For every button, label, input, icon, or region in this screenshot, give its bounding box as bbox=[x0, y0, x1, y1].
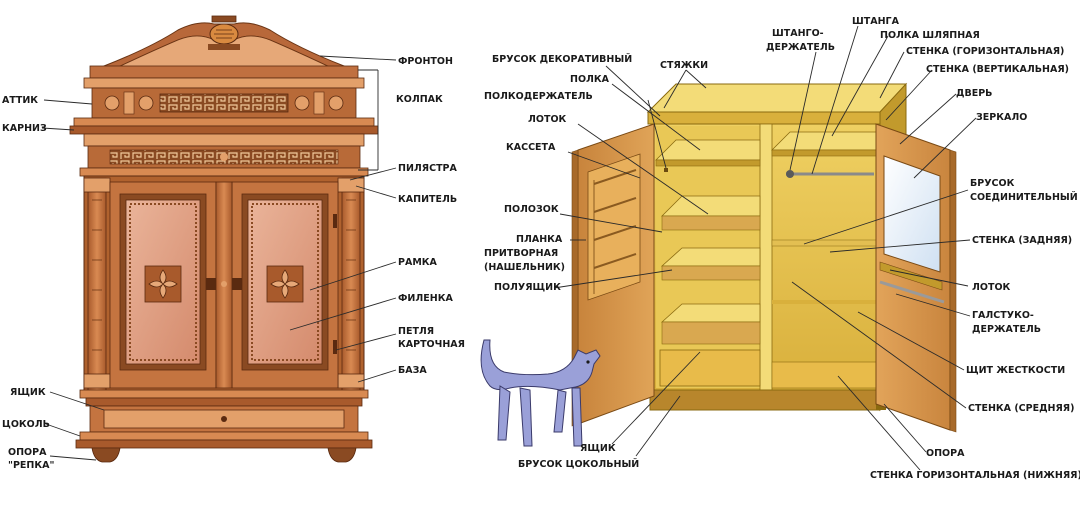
label-kapitel: КАПИТЕЛЬ bbox=[398, 194, 457, 205]
label-stenka-nizhnyaya: СТЕНКА ГОРИЗОНТАЛЬНАЯ (НИЖНЯЯ) bbox=[870, 470, 1080, 481]
label-brusok-soed-line2: СОЕДИНИТЕЛЬНЫЙ bbox=[970, 191, 1078, 203]
label-styazhki: СТЯЖКИ bbox=[660, 60, 708, 71]
open-cabinet-illustration bbox=[480, 82, 957, 447]
label-galstuk-line2: ДЕРЖАТЕЛЬ bbox=[972, 324, 1041, 335]
label-pilyastra: ПИЛЯСТРА bbox=[398, 163, 458, 174]
left-leader-lines bbox=[41, 55, 397, 461]
label-galstuk-line1: ГАЛСТУКО- bbox=[972, 310, 1034, 321]
label-polkoderzhatel: ПОЛКОДЕРЖАТЕЛЬ bbox=[484, 91, 593, 102]
label-brusok-soed-line1: БРУСОК bbox=[970, 178, 1015, 189]
label-shtango-line2: ДЕРЖАТЕЛЬ bbox=[766, 42, 835, 53]
label-attik: АТТИК bbox=[2, 95, 38, 106]
label-shtango-line1: ШТАНГО- bbox=[772, 28, 824, 39]
label-fronton: ФРОНТОН bbox=[398, 56, 453, 67]
label-lotok-left: ЛОТОК bbox=[528, 114, 567, 125]
right-labels: БРУСОК ДЕКОРАТИВНЫЙ СТЯЖКИ ПОЛКА ПОЛКОДЕ… bbox=[484, 16, 1080, 481]
mirror bbox=[883, 155, 941, 273]
antique-wardrobe-illustration bbox=[69, 15, 379, 463]
label-lotok-right: ЛОТОК bbox=[972, 282, 1011, 293]
label-karniz: КАРНИЗ bbox=[2, 123, 47, 134]
label-kasseta: КАССЕТА bbox=[506, 142, 556, 153]
cat-illustration bbox=[480, 339, 601, 447]
label-petlya-line2: КАРТОЧНАЯ bbox=[398, 339, 465, 350]
label-petlya-line1: ПЕТЛЯ bbox=[398, 326, 434, 337]
label-dver: ДВЕРЬ bbox=[956, 88, 992, 99]
left-labels: ФРОНТОН АТТИК КОЛПАК КАРНИЗ ПИЛЯСТРА КАП… bbox=[2, 56, 465, 471]
label-yashchik-left: ЯЩИК bbox=[10, 387, 46, 398]
label-polozok: ПОЛОЗОК bbox=[504, 204, 559, 215]
label-yashchik-right: ЯЩИК bbox=[580, 443, 616, 454]
label-brusok-tsokolny: БРУСОК ЦОКОЛЬНЫЙ bbox=[518, 458, 639, 470]
label-brusok-dekorativny: БРУСОК ДЕКОРАТИВНЫЙ bbox=[492, 53, 632, 65]
label-stenka-gorizontalnaya: СТЕНКА (ГОРИЗОНТАЛЬНАЯ) bbox=[906, 46, 1064, 57]
label-opora-right: ОПОРА bbox=[926, 448, 965, 459]
label-ramka: РАМКА bbox=[398, 257, 438, 268]
label-baza: БАЗА bbox=[398, 365, 427, 376]
label-shchit-zhestkosti: ЩИТ ЖЕСТКОСТИ bbox=[966, 365, 1065, 376]
label-kolpak: КОЛПАК bbox=[396, 94, 443, 105]
label-stenka-srednyaya: СТЕНКА (СРЕДНЯЯ) bbox=[968, 403, 1074, 414]
label-polka-shlyapnaya: ПОЛКА ШЛЯПНАЯ bbox=[880, 30, 980, 41]
wardrobe-doors bbox=[109, 181, 339, 389]
label-stenka-zadnyaya: СТЕНКА (ЗАДНЯЯ) bbox=[972, 235, 1072, 246]
right-leader-lines bbox=[553, 25, 977, 471]
label-opora-line1: ОПОРА bbox=[8, 447, 47, 458]
label-poluyashchik: ПОЛУЯЩИК bbox=[494, 282, 561, 293]
label-filenka: ФИЛЕНКА bbox=[398, 293, 453, 304]
label-shtanga: ШТАНГА bbox=[852, 16, 900, 27]
label-planka-line3: (НАШЕЛЬНИК) bbox=[484, 262, 565, 273]
label-zerkalo: ЗЕРКАЛО bbox=[976, 112, 1027, 123]
label-planka-line1: ПЛАНКА bbox=[516, 234, 563, 245]
label-opora-line2: "РЕПКА" bbox=[8, 460, 54, 471]
cabinet-shelves bbox=[655, 139, 761, 387]
label-polka: ПОЛКА bbox=[570, 74, 610, 85]
attic-rosettes bbox=[104, 91, 344, 115]
label-tsokol: ЦОКОЛЬ bbox=[2, 419, 50, 430]
label-planka-line2: ПРИТВОРНАЯ bbox=[484, 248, 558, 259]
label-stenka-vertikalnaya: СТЕНКА (ВЕРТИКАЛЬНАЯ) bbox=[926, 64, 1069, 75]
